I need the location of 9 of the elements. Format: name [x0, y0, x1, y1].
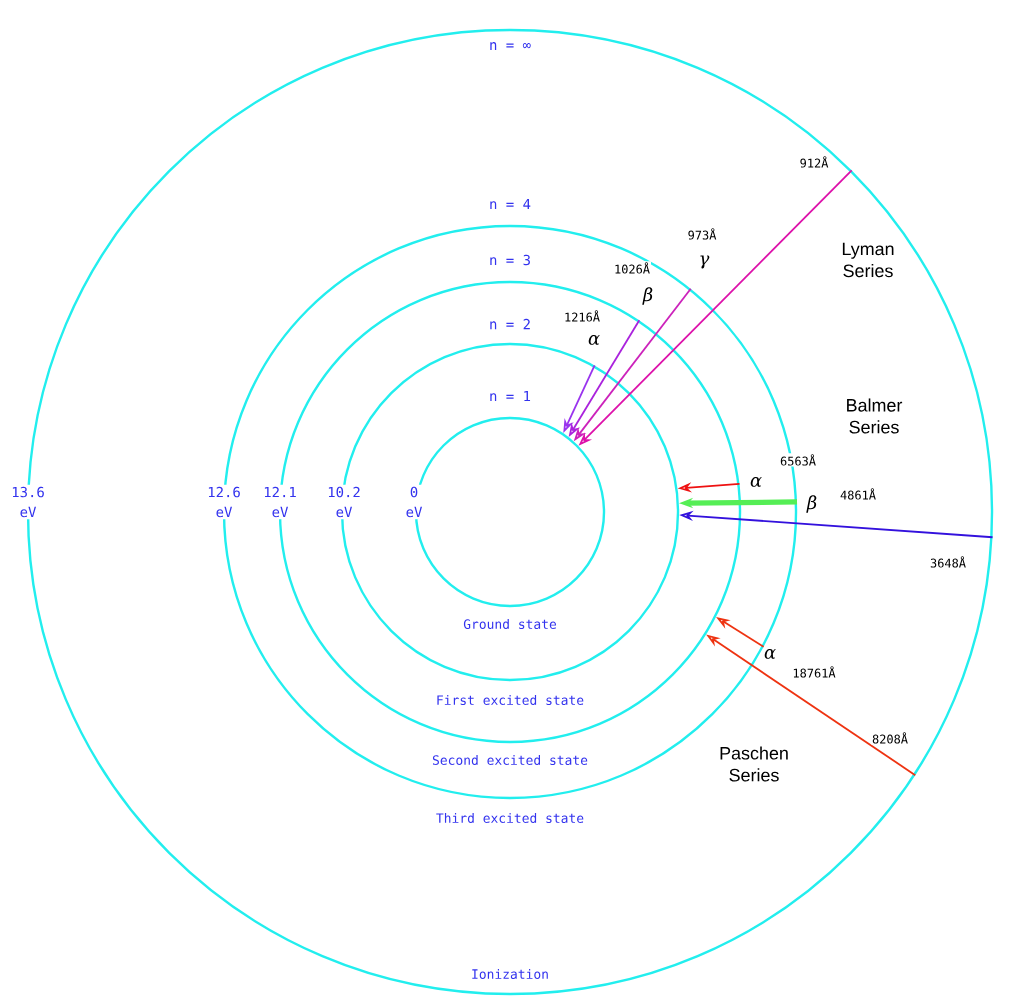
edge-label: γ — [700, 255, 710, 269]
series-label: Paschen Series — [720, 746, 788, 782]
edge-label: α — [764, 649, 776, 659]
edge-label: β — [806, 495, 817, 513]
edge-label: α — [750, 477, 762, 487]
edge-label: β — [642, 287, 653, 305]
edge-label: α — [588, 335, 600, 345]
series-label: Lyman Series — [842, 242, 894, 278]
series-label: Balmer Series — [847, 398, 903, 434]
